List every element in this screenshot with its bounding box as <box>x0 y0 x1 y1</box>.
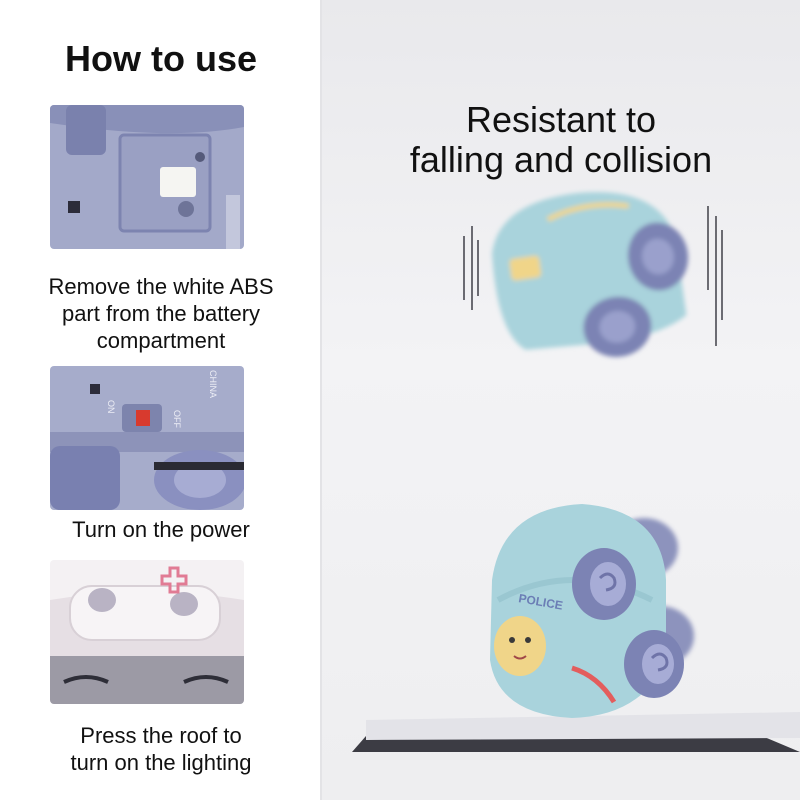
upper-toy-car <box>491 192 689 357</box>
floor-surface <box>366 712 800 740</box>
power-switch-photo: OFF ON CHINA <box>50 366 244 510</box>
caption-line: part from the battery <box>61 301 261 326</box>
step-1-caption: Remove the white ABS part from the batte… <box>0 273 322 354</box>
switch-label-text: OFF ON CHINA <box>106 370 218 428</box>
motion-lines <box>463 206 723 346</box>
headline-line: falling and collision <box>409 139 713 180</box>
svg-text:ON: ON <box>106 400 116 414</box>
how-to-use-title: How to use <box>64 38 257 79</box>
collision-demo-scene: POLICE <box>322 0 800 800</box>
svg-text:OFF: OFF <box>172 410 182 428</box>
headline-line: Resistant to <box>465 99 657 140</box>
floor-shelf <box>352 736 800 752</box>
collision-demo-illustration: POLICE <box>352 192 800 752</box>
caption-line: Remove the white ABS <box>48 274 274 299</box>
feature-headline: Resistant to falling and collision <box>322 100 800 180</box>
svg-text:CHINA: CHINA <box>208 370 218 398</box>
roof-light-illustration <box>50 560 244 704</box>
caption-line: compartment <box>96 328 226 353</box>
caption-line: Press the roof to <box>80 723 242 748</box>
power-switch-illustration: OFF ON CHINA <box>50 366 244 510</box>
caption-line: Turn on the power <box>72 517 250 542</box>
lower-police-toy-car: POLICE <box>490 504 694 718</box>
panel-divider <box>320 0 322 800</box>
step-2-caption: Turn on the power <box>0 516 322 543</box>
roof-light-photo <box>50 560 244 704</box>
battery-compartment-photo <box>50 105 244 249</box>
caption-line: turn on the lighting <box>70 750 252 775</box>
battery-compartment-illustration <box>50 105 244 249</box>
step-3-caption: Press the roof to turn on the lighting <box>0 722 322 776</box>
